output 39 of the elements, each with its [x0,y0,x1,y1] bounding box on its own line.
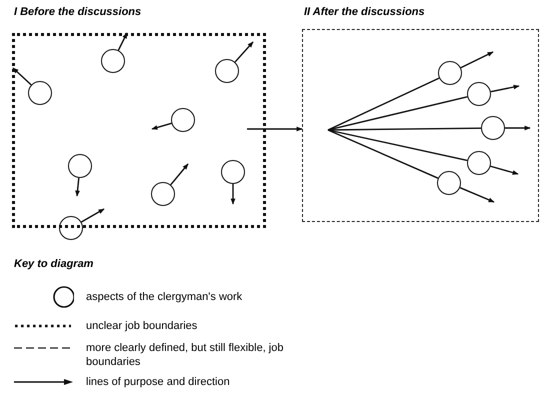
arrow [490,166,519,175]
arrow [230,184,236,205]
arrow [490,84,520,92]
arrow [460,187,495,203]
aspect-circle [28,81,52,105]
aspect-circle [467,82,491,106]
legend-text: lines of purpose and direction [86,375,231,389]
ray-line [328,129,468,162]
arrow [460,51,494,68]
aspect-circle [221,160,245,184]
ray-line [328,77,440,131]
ray-line [328,127,481,131]
arrow [170,164,189,186]
aspect-circle [215,59,239,83]
aspect-circle [59,216,83,240]
arrow [118,32,128,51]
arrow [81,208,105,223]
aspect-circle [438,61,462,85]
aspect-circle [68,154,92,178]
legend-text: unclear job boundaries [86,319,198,333]
arrow [234,42,254,63]
aspect-circle [437,171,461,195]
aspect-circle [467,151,491,175]
arrow [75,178,80,197]
arrow [247,126,303,132]
aspect-circle [481,116,505,140]
arrow [12,67,32,86]
aspect-circle [151,182,175,206]
aspect-circle [171,108,195,132]
legend-text: aspects of the clergyman's work [86,290,244,304]
arrow [151,122,172,130]
legend-text: more clearly defined, but still flexible, job boundaries [86,341,284,369]
aspect-circle [101,49,125,73]
panel-heading: II After the discussions [304,6,425,18]
arrow [505,126,531,130]
ray-line [328,129,438,179]
key-heading: Key to diagram [14,258,94,270]
panel-heading: I Before the discussions [14,6,142,18]
ray-line [328,96,468,131]
